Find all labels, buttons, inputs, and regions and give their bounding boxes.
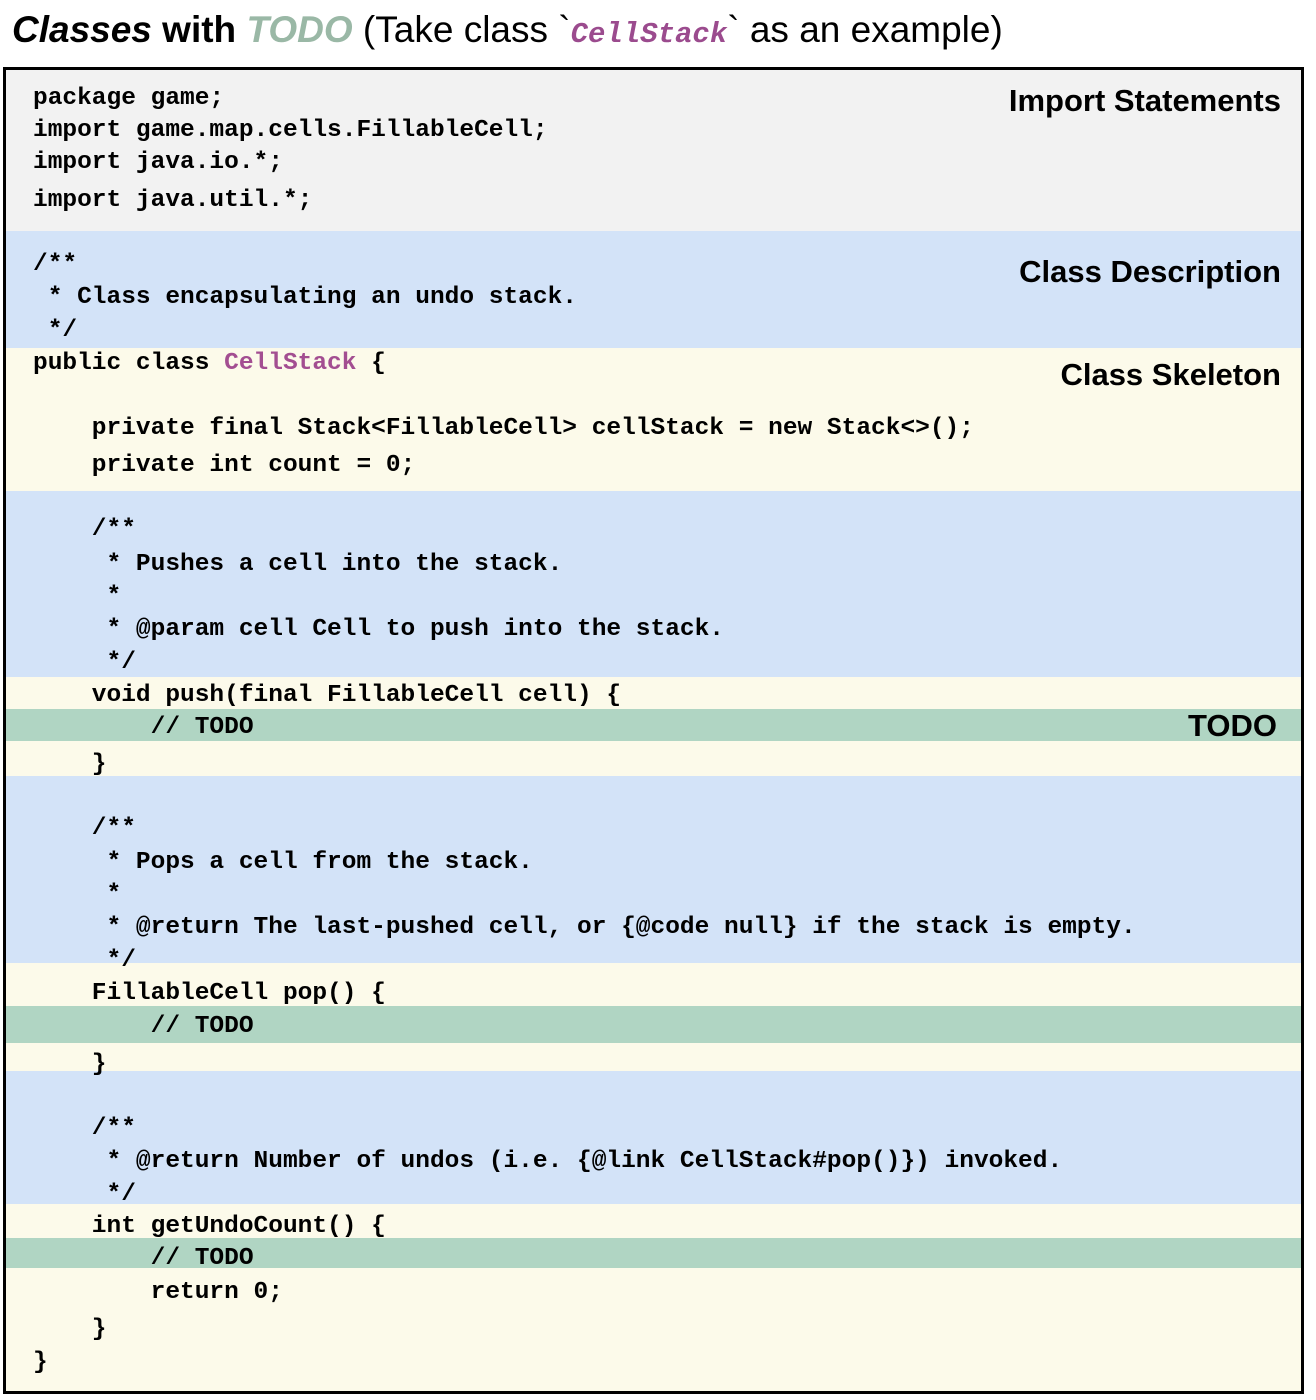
todo-comment: // TODO xyxy=(33,1013,254,1040)
code-line: package game; xyxy=(33,85,225,112)
code-line: import java.util.*; xyxy=(33,187,313,214)
code-line: * xyxy=(33,583,122,610)
code-brace: { xyxy=(356,350,386,377)
code-line: } xyxy=(33,751,107,778)
heading-example: ` as an example) xyxy=(727,9,1003,50)
code-line: private int count = 0; xyxy=(33,452,416,479)
code-line: int getUndoCount() { xyxy=(33,1213,386,1240)
code-line: /** xyxy=(33,1115,136,1142)
code-line: return 0; xyxy=(33,1279,283,1306)
pop-doc-band xyxy=(6,776,1301,963)
push-signature-band xyxy=(6,677,1301,709)
code-line: import java.io.*; xyxy=(33,149,283,176)
code-line: * xyxy=(33,881,122,908)
code-line: import game.map.cells.FillableCell; xyxy=(33,117,548,144)
code-panel: Import Statements Class Description Clas… xyxy=(3,67,1304,1394)
heading-todo: TODO xyxy=(246,9,353,50)
code-line: */ xyxy=(33,649,136,676)
code-line: } xyxy=(33,1316,107,1343)
push-todo-band xyxy=(6,709,1301,741)
label-class-skeleton: Class Skeleton xyxy=(1060,357,1281,392)
undo-todo-band xyxy=(6,1238,1301,1268)
pop-signature-band xyxy=(6,963,1301,1006)
code-line: * @return The last-pushed cell, or {@cod… xyxy=(33,914,1136,941)
heading-take-class: (Take class ` xyxy=(352,9,571,50)
undo-body-band xyxy=(6,1268,1301,1391)
class-name: CellStack xyxy=(224,350,357,377)
push-close-band xyxy=(6,741,1301,776)
code-line: * Pushes a cell into the stack. xyxy=(33,551,563,578)
imports-band xyxy=(6,70,1301,231)
figure-heading: Classes with TODO (Take class `CellStack… xyxy=(12,6,1003,56)
code-line: void push(final FillableCell cell) { xyxy=(33,682,622,709)
code-line: /** xyxy=(33,815,136,842)
code-line: /** xyxy=(33,516,136,543)
class-declaration-line: public class CellStack { xyxy=(33,349,386,379)
code-line: } xyxy=(33,1349,48,1376)
code-line: } xyxy=(33,1051,107,1078)
heading-classes: Classes xyxy=(12,9,152,50)
code-keywords: public class xyxy=(33,350,225,377)
push-doc-band xyxy=(6,491,1301,677)
label-todo: TODO xyxy=(1188,708,1277,743)
todo-comment: // TODO xyxy=(33,1245,254,1272)
code-line: */ xyxy=(33,1181,136,1208)
class-description-band xyxy=(6,231,1301,348)
code-line: */ xyxy=(33,317,78,344)
label-import-statements: Import Statements xyxy=(1008,83,1281,118)
todo-comment: // TODO xyxy=(33,714,254,741)
code-line: * @return Number of undos (i.e. {@link C… xyxy=(33,1148,1063,1175)
pop-close-band xyxy=(6,1043,1301,1071)
class-skeleton-band xyxy=(6,348,1301,491)
pop-todo-band xyxy=(6,1006,1301,1043)
code-line: FillableCell pop() { xyxy=(33,980,386,1007)
undo-signature-band xyxy=(6,1204,1301,1238)
undo-doc-band xyxy=(6,1071,1301,1204)
heading-code-name: CellStack xyxy=(570,18,728,51)
code-line: /** xyxy=(33,251,78,278)
heading-with: with xyxy=(151,9,247,50)
label-class-description: Class Description xyxy=(1019,254,1281,289)
code-line: * Pops a cell from the stack. xyxy=(33,849,533,876)
code-line: private final Stack<FillableCell> cellSt… xyxy=(33,415,974,442)
code-line: * @param cell Cell to push into the stac… xyxy=(33,616,725,643)
code-line: */ xyxy=(33,947,136,974)
code-line: * Class encapsulating an undo stack. xyxy=(33,284,577,311)
